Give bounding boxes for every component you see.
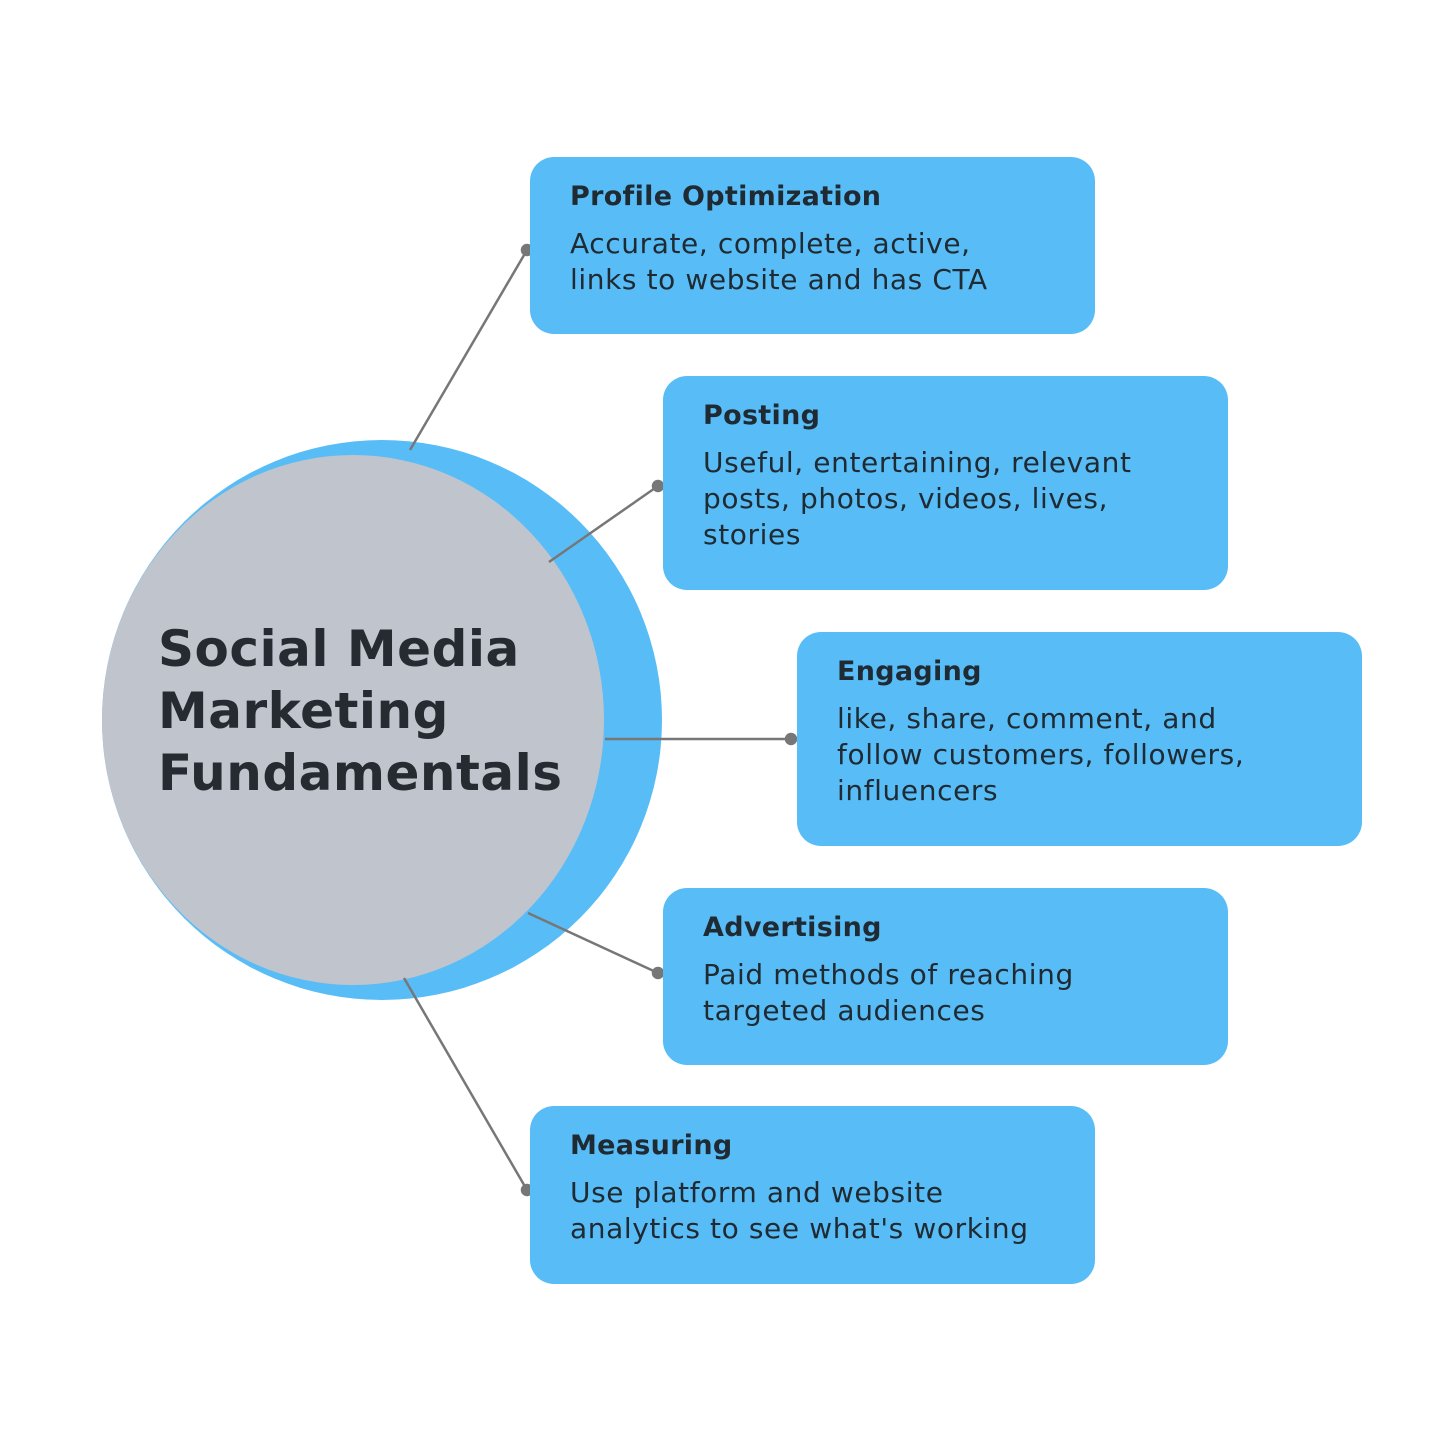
connector-1 bbox=[408, 249, 529, 451]
box-profile-optimization: Profile Optimization Accurate, complete,… bbox=[530, 157, 1095, 334]
box-engaging: Engaging like, share, comment, and follo… bbox=[797, 632, 1362, 846]
connector-dot-2 bbox=[651, 479, 665, 493]
box-title: Measuring bbox=[570, 1130, 733, 1161]
center-title-line: Fundamentals bbox=[158, 744, 563, 802]
box-title: Advertising bbox=[703, 912, 882, 943]
box-posting: Posting Useful, entertaining, relevant p… bbox=[663, 376, 1228, 590]
box-description: Useful, entertaining, relevant posts, ph… bbox=[703, 446, 1132, 551]
box-advertising: Advertising Paid methods of reaching tar… bbox=[663, 888, 1228, 1065]
connector-dot-4 bbox=[651, 966, 665, 980]
connector-5 bbox=[402, 977, 529, 1191]
box-description: Use platform and website analytics to se… bbox=[570, 1176, 1029, 1245]
box-description: Accurate, complete, active, links to web… bbox=[570, 227, 988, 296]
connector-4 bbox=[527, 911, 659, 975]
center-title: Social Media Marketing Fundamentals bbox=[158, 618, 563, 804]
box-title: Engaging bbox=[837, 656, 982, 687]
center-title-line: Marketing bbox=[158, 682, 449, 740]
box-description: like, share, comment, and follow custome… bbox=[837, 702, 1245, 807]
center-title-line: Social Media bbox=[158, 620, 520, 678]
box-description: Paid methods of reaching targeted audien… bbox=[703, 958, 1074, 1027]
box-title: Posting bbox=[703, 400, 821, 431]
core-circle bbox=[102, 455, 604, 985]
connector-2 bbox=[548, 484, 659, 564]
box-title: Profile Optimization bbox=[570, 181, 882, 212]
box-measuring: Measuring Use platform and website analy… bbox=[530, 1106, 1095, 1284]
connector-dot-3 bbox=[784, 732, 798, 746]
